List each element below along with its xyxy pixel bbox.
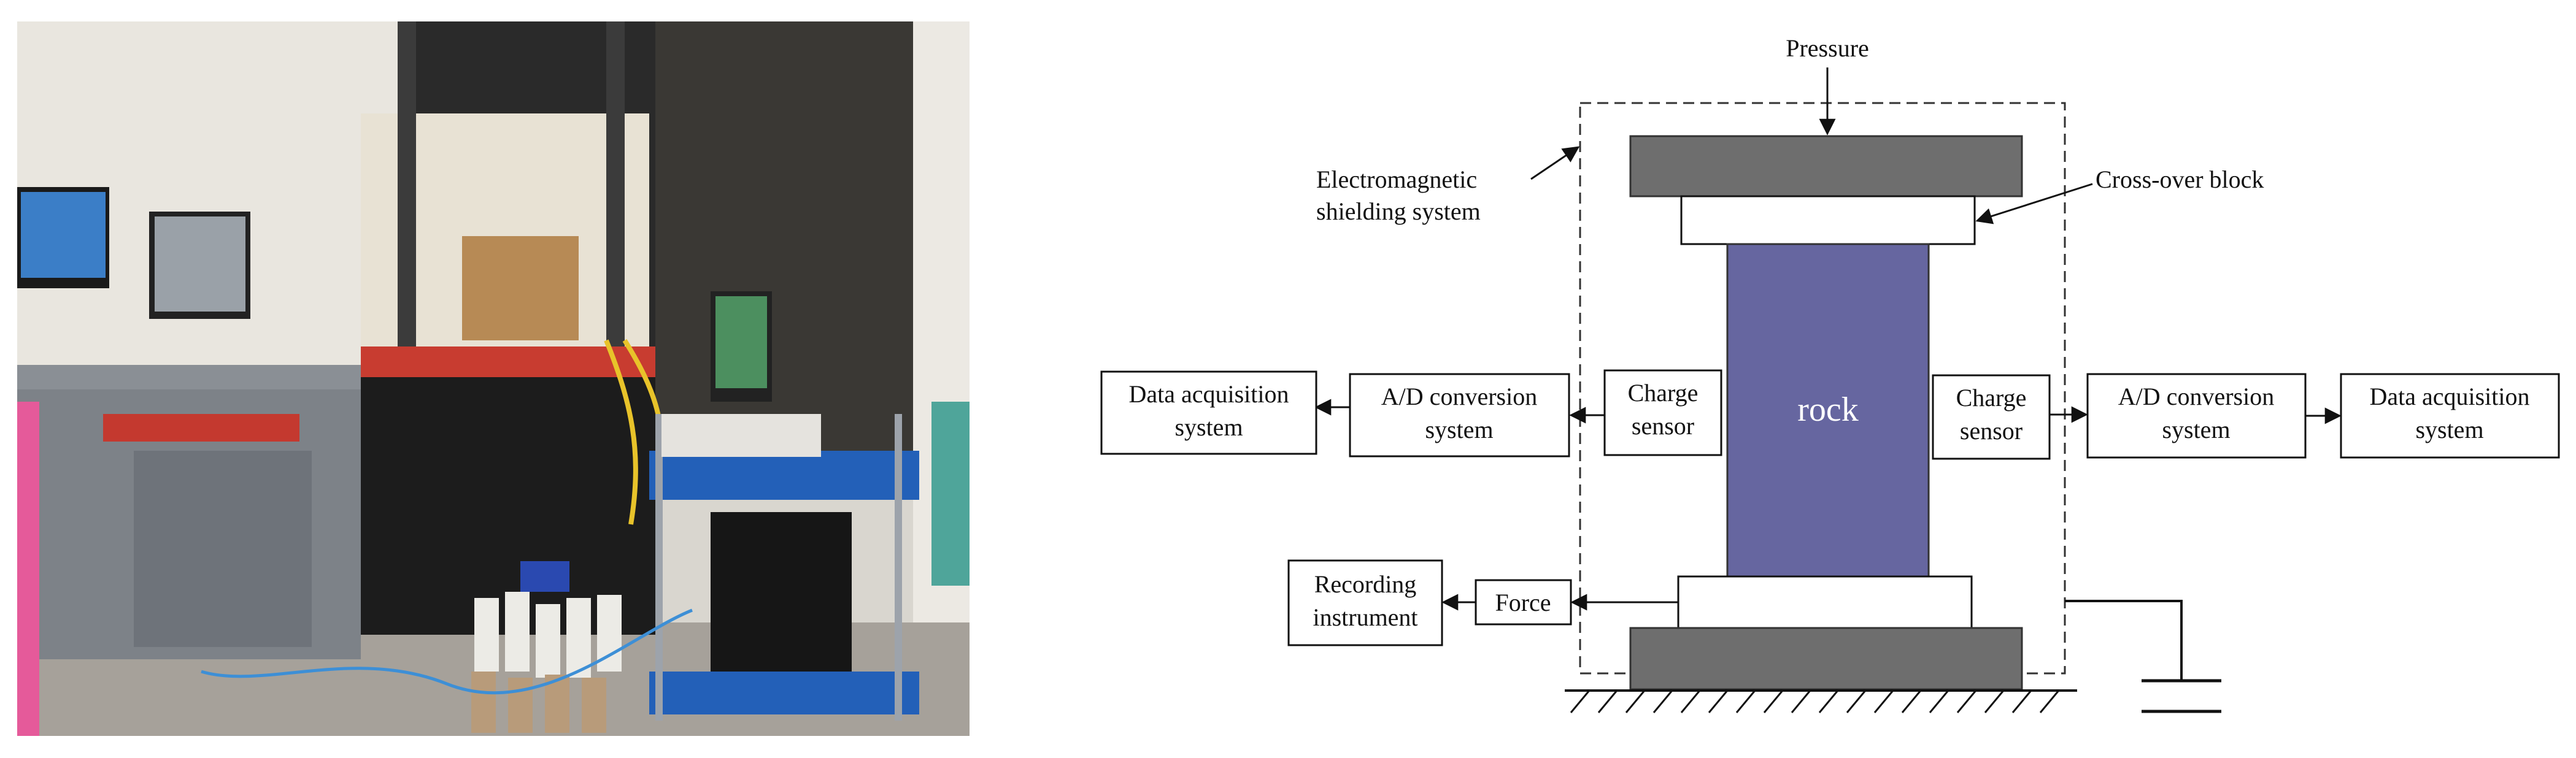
right-charge-line2: sensor (1960, 417, 2023, 445)
force-box (1475, 579, 1572, 626)
machine-red-band (361, 346, 655, 377)
recording-line1: Recording (1314, 570, 1417, 598)
machine-column-right (606, 21, 625, 365)
ground-wire (2065, 600, 2183, 681)
lab-photo-illustration (17, 21, 970, 736)
cart-bottom-shelf (649, 672, 919, 714)
green-cabinet (931, 402, 970, 586)
left-daq-line1: Data acquisition (1128, 380, 1289, 408)
top-platen (1629, 135, 2023, 197)
cart-leg-left (655, 414, 663, 721)
left-charge-line2: sensor (1632, 412, 1694, 440)
pressure-label: Pressure (1786, 34, 1869, 62)
right-ad-line2: system (2162, 416, 2230, 443)
console-red-strip (103, 414, 299, 442)
left-ad-line2: system (1425, 416, 1493, 443)
cart-top-shelf (649, 451, 919, 500)
right-ad-box (2086, 373, 2307, 459)
crossover-block-bottom (1677, 575, 1973, 629)
machine-column-left (398, 21, 416, 365)
crossover-arrow (1975, 183, 2093, 224)
left-charge-line1: Charge (1628, 379, 1699, 407)
crossover-block-top (1680, 195, 1976, 245)
em-shield-arrow (1530, 146, 1580, 180)
right-charge-sensor-box (1932, 374, 2051, 460)
bottom-platen (1629, 627, 2023, 691)
ground-hatching (1570, 690, 2060, 713)
monitor-right-screen (715, 296, 767, 388)
schematic-diagram: Pressure Electromagnetic shielding syste… (1080, 0, 2576, 755)
left-daq-box (1100, 370, 1317, 455)
rock-label: rock (1797, 391, 1859, 429)
left-charge-sensor-box (1603, 369, 1722, 456)
right-daq-line2: system (2415, 416, 2483, 443)
lab-photo (17, 21, 970, 736)
force-label: Force (1495, 589, 1551, 616)
rock-samples (471, 561, 622, 733)
recording-line2: instrument (1313, 603, 1417, 631)
pink-pole (17, 402, 39, 736)
left-daq-line2: system (1174, 413, 1243, 441)
crossover-label: Cross-over block (2096, 166, 2264, 193)
paper-stack (661, 414, 821, 457)
rock-specimen (1726, 243, 1930, 578)
recording-box (1287, 559, 1443, 646)
monitor-left-screen (21, 192, 106, 278)
left-ad-box (1349, 373, 1570, 457)
cable-yellow (604, 339, 638, 525)
cart-leg-right (895, 414, 902, 721)
right-ad-line1: A/D conversion (2118, 383, 2274, 410)
dark-doorway (655, 21, 913, 463)
right-daq-line1: Data acquisition (2369, 383, 2529, 410)
em-shield-label-line2: shielding system (1316, 197, 1481, 225)
left-ad-line1: A/D conversion (1381, 383, 1537, 410)
specimen-bag (462, 236, 579, 340)
cable-blue (201, 608, 693, 695)
em-shield-label-line1: Electromagnetic (1316, 166, 1477, 193)
right-charge-line1: Charge (1956, 384, 2027, 412)
right-wall (913, 21, 970, 736)
monitor-center-screen (155, 216, 245, 312)
schematic-svg: Pressure Electromagnetic shielding syste… (1100, 34, 2560, 713)
computer-tower (711, 512, 852, 672)
right-daq-box (2340, 373, 2560, 459)
console-door (134, 451, 312, 647)
